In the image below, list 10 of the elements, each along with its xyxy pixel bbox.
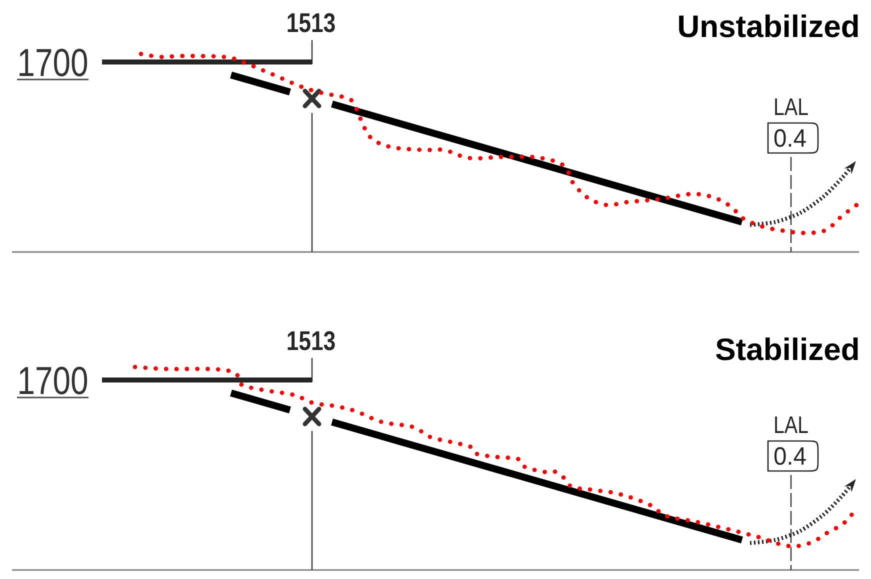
altitude-label: 1700 <box>17 48 89 80</box>
value-box: 0.4 <box>767 122 819 154</box>
altitude-label: 1700 <box>17 366 89 398</box>
box-heading: LAL <box>775 98 808 115</box>
value-box: 0.4 <box>767 440 819 472</box>
panel-title: Stabilized <box>716 338 858 360</box>
box-heading: LAL <box>775 416 808 433</box>
panel-title: Unstabilized <box>679 14 858 38</box>
fix-label: 1513 <box>288 331 335 350</box>
fix-label: 1513 <box>288 13 335 32</box>
